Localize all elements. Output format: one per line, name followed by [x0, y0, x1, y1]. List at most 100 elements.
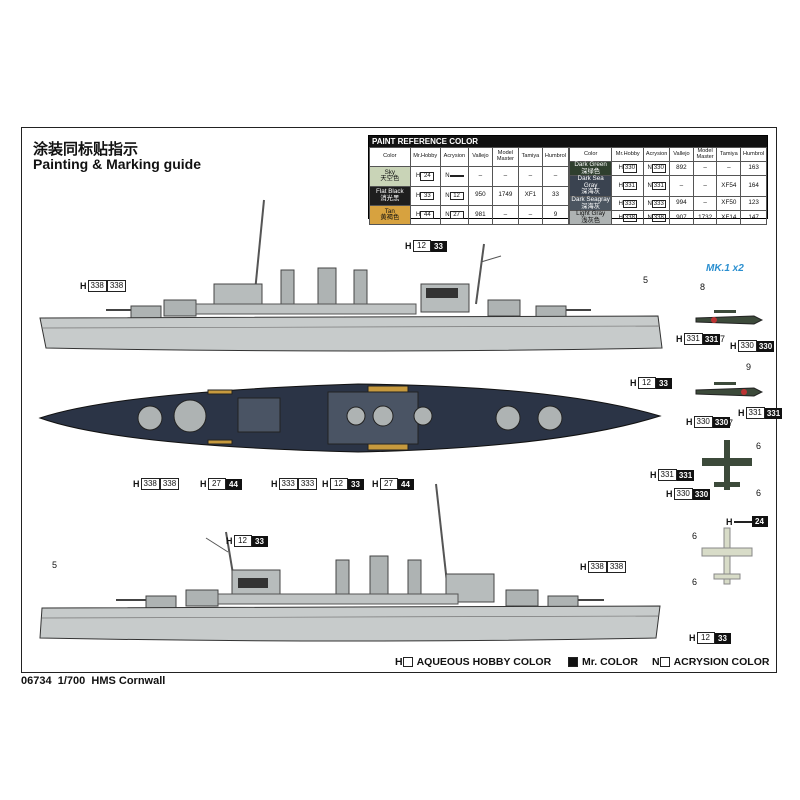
color-name-cn: 天空色: [380, 175, 400, 183]
checkbox-icon: [659, 657, 670, 667]
callout-code-box: 12: [696, 632, 715, 644]
callout-code-box: 330: [737, 340, 757, 352]
deck-details: [137, 385, 563, 451]
callout-code-box: 330: [673, 488, 693, 500]
color-name-cn: 浅灰色: [581, 216, 601, 224]
callout-code-box: 331: [657, 469, 677, 481]
legend-aqueous-text: AQUEOUS HOBBY COLOR: [416, 656, 552, 668]
col-vallejo: Vallejo: [467, 146, 493, 168]
legend-mr: Mr. COLOR: [568, 656, 638, 668]
col-humbrol: Humbrol: [541, 146, 570, 168]
callout-code-box: 338: [87, 280, 107, 292]
callout-code-box: 12: [637, 377, 656, 389]
code-box: 27: [449, 211, 464, 220]
code-box: 333: [651, 199, 666, 208]
callout-code-box: 330: [693, 416, 713, 428]
legend-mr-text: Mr. COLOR: [582, 656, 639, 668]
col-tamiya: Tamiya: [716, 147, 742, 162]
color-name-en: Dark Sea Gray: [577, 175, 604, 189]
callout-code-black: 33: [655, 377, 672, 389]
paint-tamiya: –: [517, 205, 543, 226]
callout-code-box: 338: [159, 478, 180, 490]
color-name-en: Dark Seagray: [571, 196, 610, 204]
paint-mm: 1732: [692, 210, 718, 226]
legend-aqueous: H AQUEOUS HOBBY COLOR: [395, 656, 551, 668]
paint-mm: –: [491, 166, 519, 187]
callout-h: H: [726, 516, 733, 527]
callout-code-black: 33: [251, 535, 268, 547]
col-modelmaster: Model Master: [491, 146, 519, 168]
callout-code-black: 33: [714, 632, 731, 644]
color-name-en: Tan: [384, 207, 395, 215]
part-number: 9: [746, 362, 752, 372]
col-color: Color: [568, 147, 613, 162]
part-number: 6: [756, 441, 762, 451]
callout-h: H: [686, 417, 693, 427]
guide-frame: [21, 127, 777, 673]
code-box: 12: [449, 191, 464, 200]
aircraft-top-view: [702, 440, 752, 490]
color-name-cn: 消光黑: [380, 194, 400, 202]
callout-h: H: [730, 341, 737, 351]
filled-square-icon: [568, 657, 578, 667]
color-name-en: Flat Black: [375, 188, 404, 196]
callout-h: H: [226, 536, 233, 546]
callout-code-black: 330: [712, 416, 731, 428]
callout-code-black: 44: [225, 478, 242, 490]
paint-humbrol: 163: [740, 160, 767, 177]
paint-mm: –: [692, 160, 718, 177]
callout-code-box: 27: [379, 478, 398, 490]
aircraft-bottom-view: [701, 527, 753, 585]
callout-code-box: 331: [745, 407, 765, 419]
paint-table-right: Color Mr.Hobby Acrysion Vallejo Model Ma…: [568, 147, 767, 226]
title-chinese: 涂装同标贴指示: [33, 140, 139, 158]
paint-mm: –: [692, 175, 718, 198]
code-box: 44: [420, 211, 435, 220]
color-callout: H 24: [726, 516, 768, 527]
part-number: 5: [52, 560, 58, 570]
callout-h: H: [80, 281, 87, 291]
paint-tamiya: –: [517, 166, 543, 187]
code-box: 33: [420, 191, 435, 200]
code-box: [449, 175, 464, 178]
col-color: Color: [369, 146, 411, 168]
aircraft-side-view-1: [695, 310, 764, 325]
ship-superstructure: [116, 483, 604, 609]
paint-tamiya: XF54: [716, 175, 742, 198]
part-number: 6: [692, 531, 698, 541]
col-modelmaster: Model Master: [692, 147, 718, 162]
callout-h: H: [630, 378, 637, 388]
callout-h: H: [666, 489, 673, 499]
callout-code-box: 333: [278, 478, 298, 490]
callout-h: H: [372, 479, 379, 489]
product-scale: 1/700: [57, 675, 86, 687]
part-number: 6: [756, 488, 762, 498]
col-humbrol: Humbrol: [740, 147, 767, 162]
code-box: 330: [651, 164, 666, 173]
callout-code-black: 24: [751, 516, 768, 527]
product-name: HMS Cornwall: [91, 675, 166, 687]
legend-n-label: N: [652, 656, 660, 668]
part-number: 7: [720, 334, 726, 344]
callout-h: H: [738, 408, 745, 418]
color-name-en: Sky: [384, 168, 396, 176]
col-vallejo: Vallejo: [669, 147, 694, 162]
callout-code-box: 12: [412, 240, 431, 252]
callout-code-black: 330: [692, 488, 711, 500]
